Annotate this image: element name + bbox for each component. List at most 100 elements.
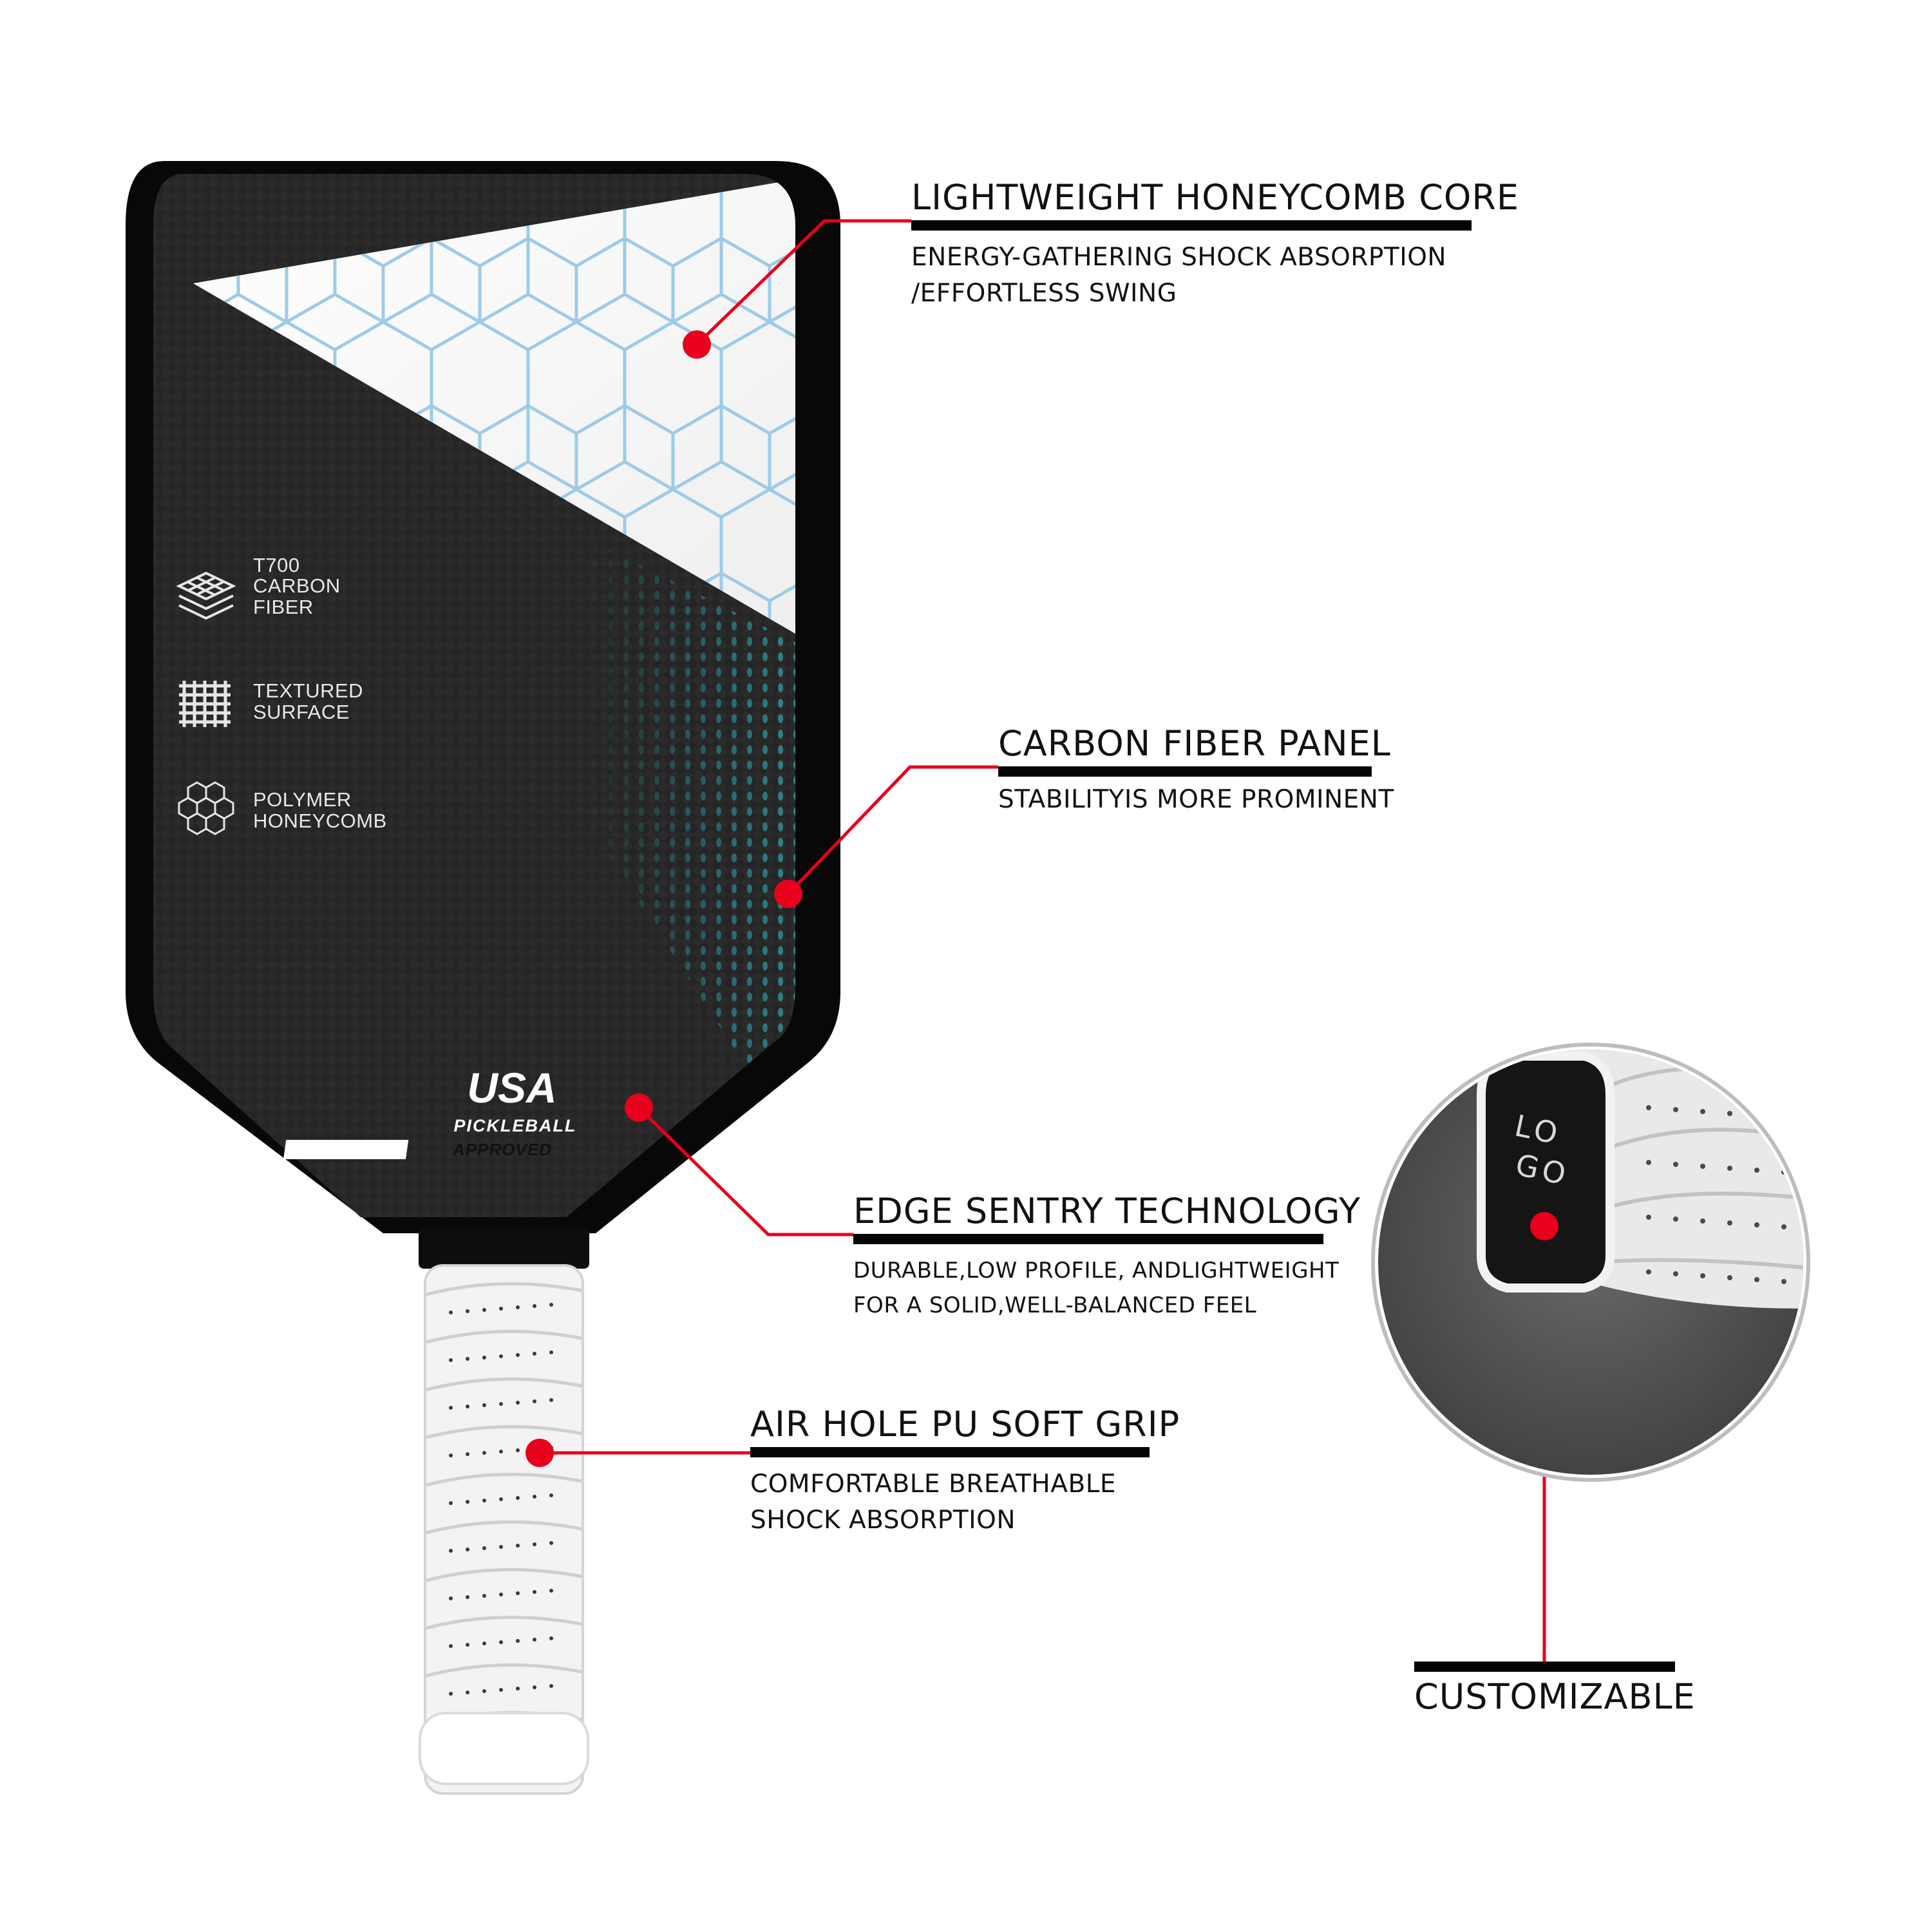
grip-air-hole: [533, 1495, 536, 1499]
closeup-air-hole: [1700, 1273, 1705, 1278]
grip-air-hole: [499, 1545, 503, 1549]
closeup-air-hole: [1673, 1217, 1678, 1222]
badge-line1: USA: [467, 1064, 556, 1112]
grip-air-hole: [533, 1685, 536, 1689]
grip-air-hole: [482, 1642, 486, 1645]
grip-air-hole: [549, 1493, 553, 1497]
grip-air-hole: [449, 1644, 453, 1648]
grip-air-hole: [466, 1548, 469, 1551]
grip-air-hole: [499, 1640, 503, 1644]
closeup-air-hole: [1700, 1164, 1705, 1169]
endcap-closeup: LO GO: [1371, 1043, 1810, 1482]
callout-markers: [526, 330, 802, 1467]
grip-air-hole: [482, 1546, 486, 1550]
grip-wrap-edge: [426, 1377, 582, 1392]
closeup-air-hole: [1727, 1166, 1732, 1171]
closeup-air-hole: [1700, 1218, 1705, 1224]
grip-air-hole: [499, 1450, 503, 1454]
usa-pickleball-approved-badge: USA PICKLEBALL APPROVED: [283, 1064, 576, 1159]
grip-air-hole: [449, 1501, 453, 1505]
grip-air-hole: [549, 1589, 553, 1593]
grip-air-hole: [499, 1402, 503, 1406]
leader-line-edge: [638, 1106, 853, 1236]
badge-line2: PICKLEBALL: [454, 1116, 577, 1135]
grip-wrap-edge: [426, 1615, 582, 1630]
callout-panel-title: CARBON FIBER PANEL: [998, 723, 1391, 764]
marker-dot-core: [683, 330, 711, 359]
grip-air-hole: [449, 1358, 453, 1362]
feature-textured-line1: TEXTURED: [253, 679, 363, 702]
grip-air-hole: [516, 1401, 520, 1405]
marker-dot-panel: [774, 880, 802, 908]
grip-air-hole: [449, 1549, 453, 1553]
grip-air-hole: [516, 1687, 520, 1690]
grip-air-hole: [466, 1690, 469, 1694]
grip-air-hole: [449, 1406, 453, 1410]
grip-air-hole: [533, 1399, 536, 1403]
closeup-air-hole: [1727, 1220, 1732, 1226]
grip-air-hole: [516, 1544, 520, 1548]
callout-edge-desc1: DURABLE,LOW PROFILE, ANDLIGHTWEIGHT: [853, 1258, 1340, 1283]
callout-grip-title: AIR HOLE PU SOFT GRIP: [750, 1404, 1180, 1444]
closeup-air-hole: [1700, 1109, 1705, 1114]
feature-carbon-line1: T700: [253, 554, 300, 576]
badge-band: [283, 1140, 409, 1159]
grip-air-hole: [482, 1689, 486, 1693]
callout-custom-title: CUSTOMIZABLE: [1414, 1676, 1696, 1717]
closeup-air-hole: [1646, 1215, 1651, 1220]
callout-edge-title: EDGE SENTRY TECHNOLOGY: [853, 1191, 1361, 1231]
grip-air-hole: [516, 1353, 520, 1357]
grip-air-hole: [482, 1356, 486, 1359]
closeup-air-hole: [1754, 1277, 1759, 1282]
textured-grid-icon: [179, 681, 231, 727]
closeup-air-hole: [1673, 1271, 1678, 1276]
grip-air-hole: [516, 1448, 520, 1452]
closeup-air-hole: [1754, 1168, 1759, 1173]
leader-line-core: [696, 219, 911, 346]
callout-core-desc1: ENERGY-GATHERING SHOCK ABSORPTION: [911, 243, 1447, 272]
callout-edge-underline: [853, 1234, 1323, 1244]
callout-grip: AIR HOLE PU SOFT GRIP COMFORTABLE BREATH…: [750, 1404, 1180, 1539]
grip-air-hole: [499, 1497, 503, 1501]
callout-edge: EDGE SENTRY TECHNOLOGY DURABLE,LOW PROFI…: [853, 1191, 1361, 1323]
grip-wrap-edge: [426, 1663, 582, 1678]
grip-wrap-edge: [426, 1329, 582, 1344]
grip-air-hole: [482, 1403, 486, 1407]
closeup-air-hole: [1646, 1105, 1651, 1110]
grip-wrap-edge: [426, 1567, 582, 1582]
callout-custom-overline: [1414, 1662, 1675, 1672]
grip-air-hole: [533, 1590, 536, 1594]
grip-air-hole: [499, 1307, 503, 1311]
grip-air-hole: [449, 1311, 453, 1314]
grip-wrap-edge: [426, 1472, 582, 1487]
honeycomb-cluster-icon: [178, 781, 234, 835]
grip-air-hole: [516, 1639, 520, 1643]
closeup-air-hole: [1673, 1107, 1678, 1112]
grip-wrap-edge: [426, 1282, 582, 1296]
feature-carbon-line3: FIBER: [253, 596, 314, 618]
grip-wrap-edge: [426, 1520, 582, 1535]
closeup-air-hole: [1646, 1160, 1651, 1165]
grip-air-hole: [549, 1350, 553, 1354]
callout-core: LIGHTWEIGHT HONEYCOMB CORE ENERGY-GATHER…: [911, 180, 1519, 312]
grip-handle: [419, 1264, 589, 1795]
feature-carbon-line2: CARBON: [253, 574, 341, 597]
grip-air-hole: [482, 1594, 486, 1598]
grip-air-hole: [466, 1452, 469, 1456]
grip-air-hole: [449, 1454, 453, 1457]
grip-air-hole: [549, 1541, 553, 1545]
grip-air-hole: [549, 1636, 553, 1640]
paddle-head: [126, 161, 840, 1269]
grip-air-hole: [482, 1499, 486, 1502]
grip-air-hole: [533, 1352, 536, 1356]
callout-grip-desc1: COMFORTABLE BREATHABLE: [750, 1470, 1117, 1499]
grip-air-hole: [466, 1595, 469, 1599]
grip-air-hole: [516, 1496, 520, 1500]
badge-line3: APPROVED: [452, 1140, 552, 1159]
grip-air-hole: [466, 1309, 469, 1313]
closeup-air-hole: [1727, 1275, 1732, 1280]
grip-air-hole: [533, 1304, 536, 1308]
grip-air-hole: [549, 1303, 553, 1307]
grip-air-hole: [466, 1357, 469, 1361]
callout-grip-desc2: SHOCK ABSORPTION: [750, 1506, 1016, 1535]
